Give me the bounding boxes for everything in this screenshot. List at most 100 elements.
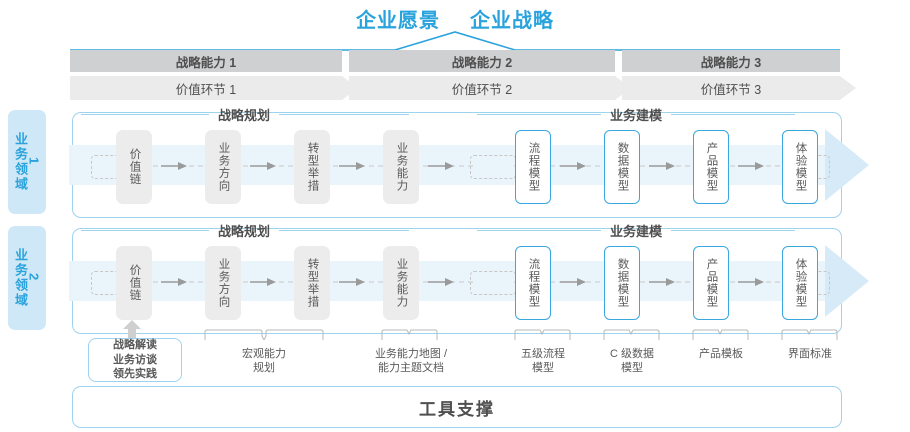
bracket-experience-model (781, 329, 838, 340)
step-label-1-process-model: 流程模型 (527, 142, 540, 192)
tool-label-process-model: 五级流程 模型 (503, 348, 583, 376)
value-chain-label-3: 价值环节 3 (700, 82, 762, 97)
step-box-1-product-model[interactable]: 产品模型 (693, 130, 729, 204)
value-chain-chevron-3: 价值环节 3 (622, 76, 856, 100)
section-header-business-modeling-2: 业务建模 (477, 222, 833, 239)
tool-label-capability-map-l1: 业务能力地图 / (374, 348, 448, 360)
tool-support-title: 工具支撑 (419, 399, 495, 419)
bracket-process-model (514, 329, 571, 340)
step-box-2-data-model[interactable]: 数据模型 (604, 246, 640, 320)
step-box-1-process-model[interactable]: 流程模型 (515, 130, 551, 204)
tool-label-macro-capability-l1: 宏观能力 (242, 348, 286, 360)
step-box-2-business-direction[interactable]: 业务方向 (205, 246, 241, 320)
arrow-icon-1-1 (161, 162, 187, 170)
step-box-2-business-capability[interactable]: 业务能力 (383, 246, 419, 320)
up-arrow-icon-strategy (123, 320, 141, 340)
arrow-icon-2-3 (339, 278, 365, 286)
si-line-3: 领先实践 (113, 368, 157, 381)
bracket-data-model (603, 329, 660, 340)
domain-1-label-text: 业务领域 (13, 132, 28, 192)
section-title-2b: 业务建模 (610, 223, 663, 239)
arrow-icon-2-6 (649, 278, 675, 286)
tool-label-ui-standard-l1: 界面标准 (788, 348, 832, 360)
arrow-icon-2-4 (428, 278, 454, 286)
section-header-strategy-planning-1: 战略规划 (81, 106, 447, 123)
step-label-1-business-capability: 业务能力 (395, 142, 408, 192)
step-box-1-business-direction[interactable]: 业务方向 (205, 130, 241, 204)
tool-label-data-model-l2: 模型 (621, 361, 643, 374)
step-label-2-business-direction: 业务方向 (217, 258, 230, 308)
value-chain-label-2: 价值环节 2 (451, 82, 513, 97)
arrow-icon-2-7 (738, 278, 764, 286)
section-title-2a: 战略规划 (218, 223, 271, 239)
step-label-2-transformation-measures: 转型举措 (306, 258, 319, 308)
step-label-2-data-model: 数据模型 (616, 258, 629, 308)
step-label-2-business-capability: 业务能力 (395, 258, 408, 308)
step-box-1-experience-model[interactable]: 体验模型 (782, 130, 818, 204)
tool-label-capability-map-l2: 能力主题文档 (378, 361, 444, 374)
value-chain-label-1: 价值环节 1 (175, 82, 237, 97)
step-label-2-value-chain: 价值链 (128, 264, 141, 302)
capability-bar-2: 战略能力 2 (349, 50, 615, 72)
section-header-strategy-planning-2: 战略规划 (81, 222, 447, 239)
step-box-2-product-model[interactable]: 产品模型 (693, 246, 729, 320)
domain-2-label-num: 2 (26, 273, 42, 283)
step-box-1-transformation-measures[interactable]: 转型举措 (294, 130, 330, 204)
domain-2-label-text: 业务领域 (13, 248, 28, 308)
domain-row-2: 战略规划 业务建模 价值链 业务方向 转 (69, 224, 869, 334)
domain-1-label-num: 1 (26, 157, 42, 167)
arrow-icon-2-2 (250, 278, 276, 286)
title-enterprise-vision: 企业愿景 (356, 9, 440, 32)
value-chain-chevron-1: 价值环节 1 (70, 76, 358, 100)
arrow-icon-1-4 (428, 162, 454, 170)
tool-label-capability-map: 业务能力地图 / 能力主题文档 (353, 348, 469, 376)
tool-label-data-model-l1: C 级数据 (610, 348, 654, 360)
step-label-1-product-model: 产品模型 (705, 142, 718, 192)
si-line-1: 战略解读 (113, 338, 157, 351)
tool-label-data-model: C 级数据 模型 (592, 348, 672, 376)
step-box-2-process-model[interactable]: 流程模型 (515, 246, 551, 320)
step-label-2-experience-model: 体验模型 (794, 258, 807, 308)
tool-label-process-model-l1: 五级流程 (521, 348, 565, 360)
step-label-2-product-model: 产品模型 (705, 258, 718, 308)
title-enterprise-strategy: 企业战略 (470, 9, 554, 32)
tool-label-product-template-l1: 产品模板 (699, 348, 743, 360)
strategy-interpretation-box[interactable]: 战略解读 业务访谈 领先实践 (88, 338, 182, 382)
sidebar-label-domain-1: 业务领域 1 (8, 110, 46, 214)
capability-label-1: 战略能力 1 (175, 55, 237, 70)
arrow-icon-2-5 (560, 278, 586, 286)
tool-support-container: 工具支撑 (72, 386, 842, 428)
step-box-1-business-capability[interactable]: 业务能力 (383, 130, 419, 204)
arrow-icon-2-1 (161, 278, 187, 286)
tool-label-macro-capability: 宏观能力 规划 (204, 348, 324, 376)
arrow-icon-1-3 (339, 162, 365, 170)
capability-bar-1: 战略能力 1 (70, 50, 342, 72)
step-label-1-business-direction: 业务方向 (217, 142, 230, 192)
arrow-icon-1-7 (738, 162, 764, 170)
step-box-2-transformation-measures[interactable]: 转型举措 (294, 246, 330, 320)
top-titles: 企业愿景 企业战略 (0, 4, 910, 32)
step-label-1-data-model: 数据模型 (616, 142, 629, 192)
arrow-icon-1-6 (649, 162, 675, 170)
arrow-icon-1-5 (560, 162, 586, 170)
sidebar-label-domain-2: 业务领域 2 (8, 226, 46, 330)
arrow-icon-1-2 (250, 162, 276, 170)
si-line-2: 业务访谈 (113, 353, 157, 366)
tool-label-ui-standard: 界面标准 (770, 348, 850, 362)
step-label-1-value-chain: 价值链 (128, 148, 141, 186)
step-box-1-data-model[interactable]: 数据模型 (604, 130, 640, 204)
step-box-2-experience-model[interactable]: 体验模型 (782, 246, 818, 320)
bracket-capability-map (381, 329, 438, 340)
capability-bar-3: 战略能力 3 (622, 50, 840, 72)
bracket-product-model (692, 329, 749, 340)
tool-label-macro-capability-l2: 规划 (253, 361, 275, 374)
title-connector-peak-icon (70, 31, 840, 51)
step-box-1-value-chain[interactable]: 价值链 (116, 130, 152, 204)
capability-header-row: 战略能力 1 战略能力 2 战略能力 3 (70, 50, 840, 72)
domain-row-1: 战略规划 业务建模 价值链 业务方向 (69, 108, 869, 218)
step-label-1-experience-model: 体验模型 (794, 142, 807, 192)
capability-label-2: 战略能力 2 (451, 55, 513, 70)
step-box-2-value-chain[interactable]: 价值链 (116, 246, 152, 320)
bracket-macro-capability (204, 329, 324, 340)
